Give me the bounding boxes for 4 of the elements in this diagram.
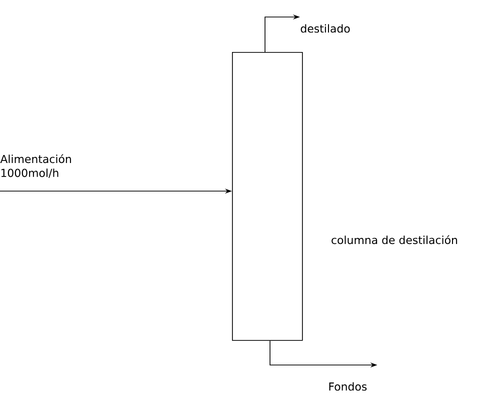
column-label: columna de destilación xyxy=(332,235,458,244)
feed-label: Alimentación 1000mol/h xyxy=(0,154,71,178)
bottoms-label: Fondos xyxy=(329,382,367,391)
distillate-label: destilado xyxy=(300,24,350,33)
